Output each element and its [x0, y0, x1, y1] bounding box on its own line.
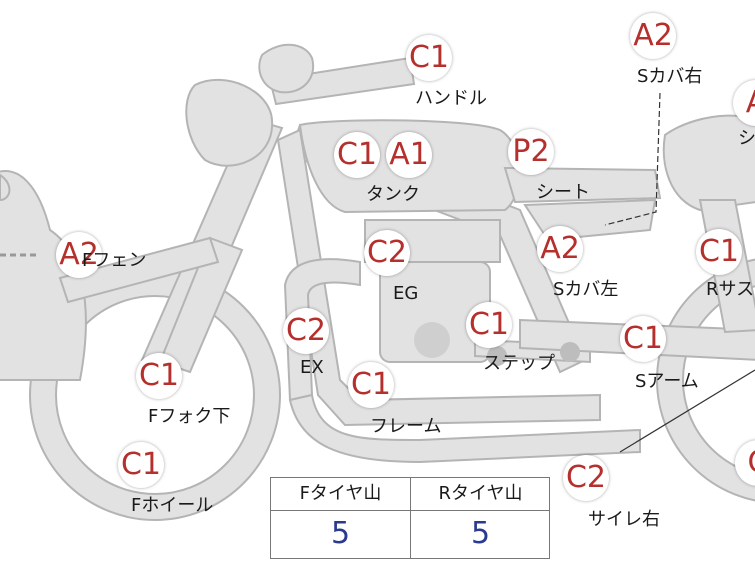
grade-badge-f-fork-lower: C1: [136, 353, 182, 399]
rear-suspension-shape: [662, 114, 755, 212]
label-handle: ハンドル: [415, 88, 487, 109]
grade-badge-engine: C2: [364, 230, 410, 276]
tire-table-value-front: 5: [330, 516, 351, 551]
exhaust-shape: [283, 258, 361, 402]
label-tank: タンク: [366, 184, 420, 205]
label-f-fender: Fフェン: [82, 250, 147, 271]
label-frame: フレーム: [370, 416, 442, 437]
seat-shape: [503, 166, 662, 204]
grade-badge-step: C1: [466, 302, 512, 348]
grade-badge-seat: P2: [508, 129, 554, 175]
label-f-wheel: Fホイール: [131, 495, 214, 516]
label-exhaust: EX: [300, 357, 324, 378]
label-step: ステップ: [483, 353, 555, 374]
grade-badge-handle: C1: [406, 35, 452, 81]
grade-badge-rear-cut: C: [735, 440, 755, 486]
grade-badge-tank-c1: C1: [334, 132, 380, 178]
grade-badge-f-wheel: C1: [118, 442, 164, 488]
label-seat: シート: [536, 182, 590, 203]
grade-badge-frame: C1: [348, 362, 394, 408]
grade-badge-r-suspension: C1: [696, 229, 742, 275]
grade-badge-exhaust: C2: [283, 308, 329, 354]
grade-badge-s-arm: C1: [620, 316, 666, 362]
tire-table-divider: [410, 478, 411, 558]
handlebar-shape: [268, 56, 416, 106]
grade-badge-s-cover-right: A2: [630, 13, 676, 59]
label-s-cover-left: Sカバ左: [553, 279, 619, 300]
leader-line-s-cover-right: [604, 92, 661, 226]
tire-table-header-rear: Rタイヤ山: [411, 478, 550, 511]
grade-badge-silencer-right: C2: [563, 455, 609, 501]
leader-line-silencer: [619, 369, 755, 453]
grade-badge-tank-a1: A1: [386, 132, 432, 178]
label-engine: EG: [393, 283, 419, 304]
label-r-suspension: Rサス: [706, 279, 755, 300]
label-s-arm: Sアーム: [635, 371, 699, 392]
headlight-shape: [185, 79, 274, 167]
label-f-fork-lower: Fフォク下: [148, 406, 231, 427]
grade-badge-seat-cut: A: [733, 80, 755, 126]
label-seat-cut: シ: [738, 128, 755, 149]
label-silencer-right: サイレ右: [588, 509, 660, 530]
grade-badge-f-fender: A2: [56, 232, 102, 278]
tire-tread-table: Fタイヤ山 Rタイヤ山 5 5: [270, 477, 550, 559]
tire-table-value-rear: 5: [470, 516, 491, 551]
label-s-cover-right: Sカバ右: [637, 66, 703, 87]
tire-table-header-front: Fタイヤ山: [271, 478, 410, 511]
grade-badge-s-cover-left: A2: [537, 226, 583, 272]
